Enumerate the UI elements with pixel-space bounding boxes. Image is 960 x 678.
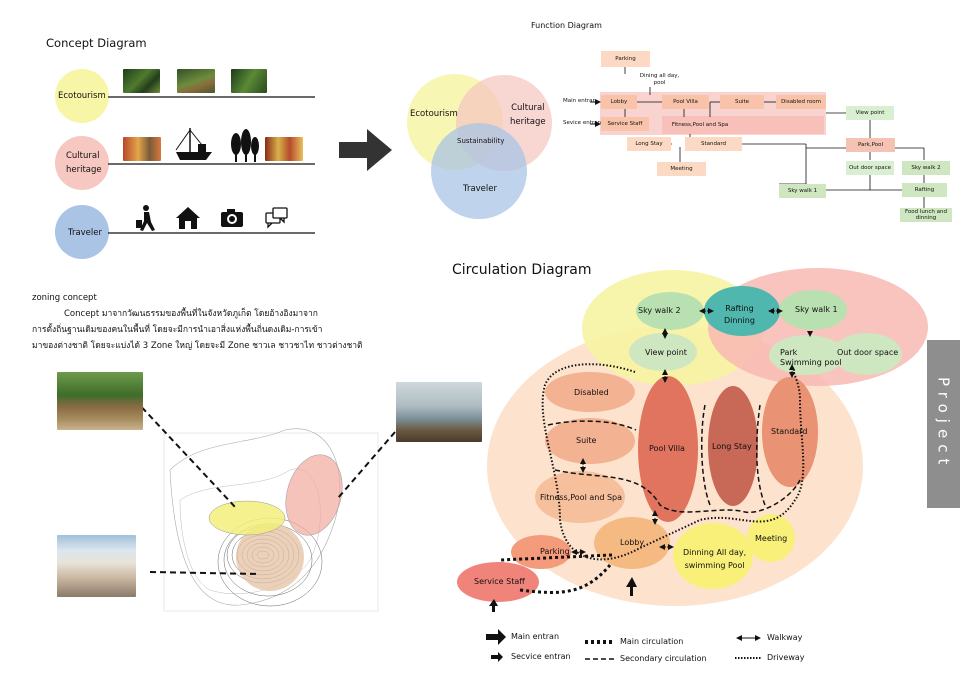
site-plan <box>134 399 396 612</box>
big-arrow-icon <box>339 129 392 171</box>
house-icon <box>176 207 200 229</box>
fbox-rafting: Rafting <box>902 183 947 197</box>
venn-cultural-label: Cultural heritage <box>510 103 546 127</box>
fbox-service-staff: Service Staff <box>601 117 649 131</box>
node-pool-villa: Pool Villa <box>649 444 685 453</box>
function-title: Function Diagram <box>531 21 602 30</box>
legend-main-entrance: Main entran <box>511 632 560 641</box>
function-service-entrance-label: Sevice entran <box>563 120 601 126</box>
fbox-disabled: Disabled room <box>776 95 826 109</box>
fbox-long-stay: Long Stay <box>627 137 671 151</box>
fbox-view-point: View point <box>846 106 894 120</box>
node-long-stay: Long Stay <box>712 442 752 451</box>
service-entrance-arrow <box>489 599 498 612</box>
circulation-node-shapes <box>457 286 902 602</box>
fishing-boat-icon <box>175 128 212 160</box>
node-lobby: Lobby <box>620 538 645 547</box>
function-main-entrance-label: Main entran <box>563 98 597 104</box>
node-view-point: View point <box>645 348 687 357</box>
node-park: Park Swimming pool <box>780 348 842 367</box>
boat-photo <box>396 382 482 442</box>
node-fitness: Fitness,Pool and Spa <box>540 493 622 502</box>
zoning-concept-text: zoning concept Concept มาจากวัฒนธรรมของพ… <box>32 290 363 355</box>
cultural-market-photo <box>123 137 161 161</box>
node-rafting: Rafting Dinning <box>724 304 755 325</box>
fbox-food: Food lunch and dinning <box>900 208 952 222</box>
node-parking: Parking <box>540 547 570 556</box>
project-sidebar-label: Project <box>934 377 953 471</box>
circulation-lines <box>499 363 805 594</box>
chat-bubbles-icon <box>265 207 288 229</box>
project-sidebar-tab[interactable]: Project <box>927 340 960 508</box>
node-sky-walk-1: Sky walk 1 <box>795 305 838 314</box>
zoning-title: zoning concept <box>32 293 97 303</box>
fbox-suite: Suite <box>720 95 764 109</box>
forest-photo-1 <box>123 69 160 93</box>
fbox-parking: Parking <box>601 51 650 67</box>
zoning-line-3: มาของต่างชาติ โดยจะแบ่งได้ 3 Zone ใหญ่ โ… <box>32 341 363 352</box>
fbox-sky-walk-2: Sky walk 2 <box>902 161 950 175</box>
function-entrance-arrows <box>590 99 601 127</box>
walking-traveler-icon <box>136 205 155 231</box>
camera-icon <box>221 209 243 227</box>
circulation-title: Circulation Diagram <box>452 262 592 278</box>
venn-eco-label: Ecotourism <box>410 109 458 119</box>
cultural-decoration-photo <box>265 137 303 161</box>
fbox-lobby: Lobby <box>601 95 637 109</box>
legend-driveway: Driveway <box>767 653 805 662</box>
concept-eco-label: Ecotourism <box>58 91 106 101</box>
node-suite: Suite <box>576 436 597 445</box>
node-dining: Dinning All day, swimming Pool <box>683 548 747 570</box>
legend-main-circulation: Main circulation <box>620 637 684 646</box>
node-disabled: Disabled <box>574 388 609 397</box>
concept-traveler-circle <box>55 205 109 259</box>
fbox-pool-villa: Pool Villa <box>662 95 709 109</box>
venn-center-label: Sustainability <box>457 137 505 145</box>
node-outdoor: Out door space <box>837 348 899 357</box>
node-meeting: Meeting <box>755 534 788 543</box>
thatched-hut-photo <box>57 372 143 430</box>
concept-title: Concept Diagram <box>46 36 147 50</box>
fbox-standard: Standard <box>685 137 742 151</box>
zoning-line-2: การตั้งถิ่นฐานเดิมของคนในพื้นที่ โดยจะมี… <box>32 325 323 336</box>
legend-service-entrance: Secvice entran <box>511 652 571 661</box>
node-standard: Standard <box>771 427 808 436</box>
fbox-sky-walk-1: Sky walk 1 <box>779 184 826 198</box>
node-service-staff: Service Staff <box>474 577 525 586</box>
sino-portuguese-building-photo <box>57 535 136 597</box>
legend-graphics <box>486 629 762 662</box>
fbox-park-pool: Park,Pool <box>846 138 895 152</box>
fbox-outdoor: Out door space <box>846 161 894 175</box>
zoning-line-1: Concept มาจากวัฒนธรรมของพื้นที่ในจังหวัด… <box>64 309 318 320</box>
concept-cultural-label: Cultural heritage <box>66 151 102 175</box>
concept-cultural-circle <box>55 136 109 190</box>
concept-rows <box>55 69 315 259</box>
venn-diagram <box>407 74 552 219</box>
concept-eco-circle <box>55 69 109 123</box>
legend-secondary-circulation: Secondary circulation <box>620 654 707 663</box>
node-sky-walk-2: Sky walk 2 <box>638 306 681 315</box>
concept-traveler-label: Traveler <box>68 228 102 238</box>
main-entrance-arrow <box>626 577 637 596</box>
venn-traveler-label: Traveler <box>463 184 497 194</box>
fbox-meeting: Meeting <box>657 162 706 176</box>
fbox-dining: Dining all day, pool <box>637 72 682 87</box>
fbox-fitness: Fitness,Pool and Spa <box>671 121 729 128</box>
forest-photo-2 <box>177 69 215 93</box>
trees-icon <box>231 129 259 162</box>
legend-walkway: Walkway <box>767 633 803 642</box>
walkway-arrows <box>571 308 813 555</box>
forest-photo-3 <box>231 69 267 93</box>
